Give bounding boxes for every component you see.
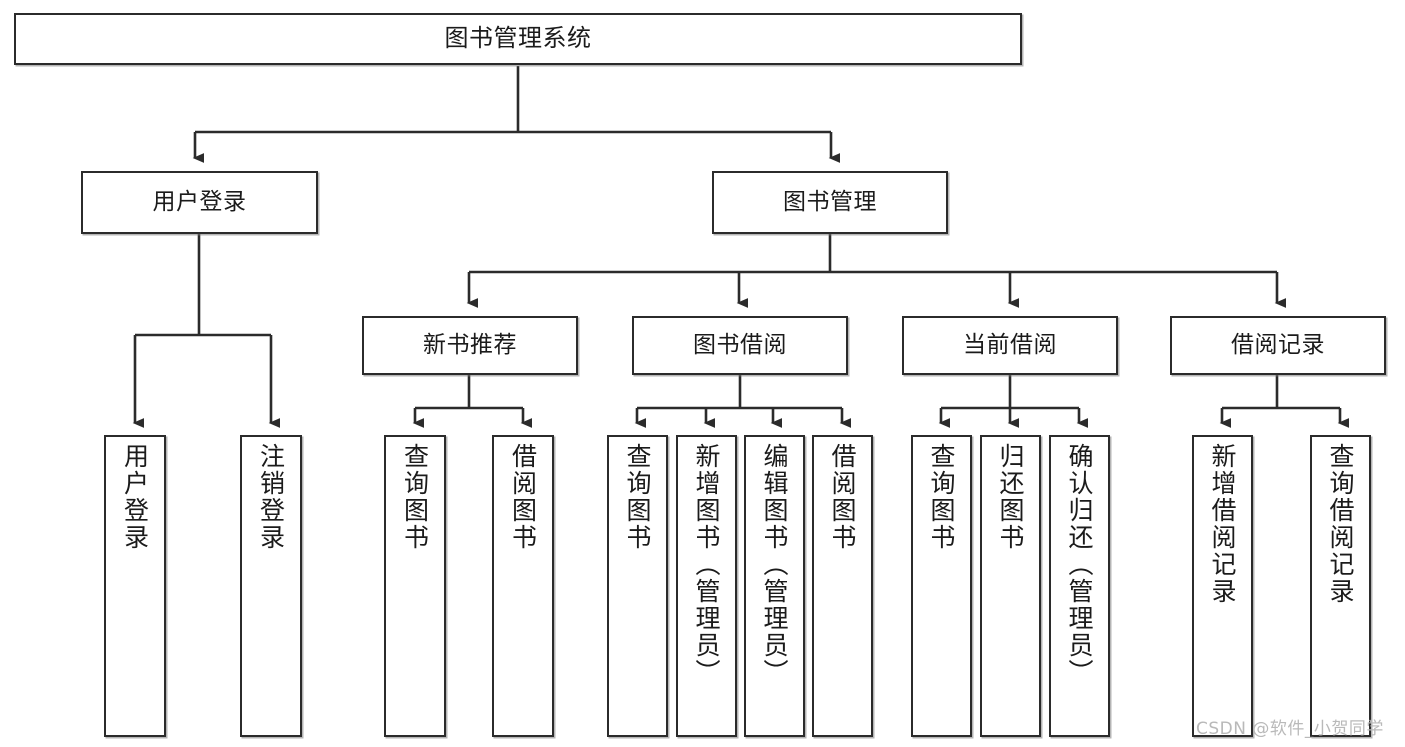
node-label: 借阅图书 <box>828 443 857 551</box>
node-label: 图书管理 <box>783 189 877 216</box>
node-leaf-recommend-borrow-book[interactable]: 借阅图书 <box>492 435 554 737</box>
node-leaf-query-borrow-record[interactable]: 查询借阅记录 <box>1310 435 1371 737</box>
node-label: 新增图书（管理员） <box>692 443 721 686</box>
node-label: 新增借阅记录 <box>1208 443 1237 605</box>
node-leaf-borrow-book[interactable]: 借阅图书 <box>812 435 873 737</box>
node-label: 图书借阅 <box>693 332 787 359</box>
node-label: 借阅图书 <box>508 443 538 551</box>
node-leaf-current-query-book[interactable]: 查询图书 <box>911 435 972 737</box>
node-leaf-return-book[interactable]: 归还图书 <box>980 435 1041 737</box>
node-label: 归还图书 <box>996 443 1025 551</box>
node-label: 查询借阅记录 <box>1326 443 1355 605</box>
node-leaf-confirm-return-admin[interactable]: 确认归还（管理员） <box>1049 435 1110 737</box>
node-book-borrowing[interactable]: 图书借阅 <box>632 316 848 375</box>
node-leaf-add-book-admin[interactable]: 新增图书（管理员） <box>676 435 737 737</box>
node-label: 编辑图书（管理员） <box>760 443 789 686</box>
node-borrowing-records[interactable]: 借阅记录 <box>1170 316 1386 375</box>
node-leaf-user-logout[interactable]: 注销登录 <box>240 435 302 737</box>
node-label: 确认归还（管理员） <box>1065 443 1094 686</box>
node-new-book-recommendation[interactable]: 新书推荐 <box>362 316 578 375</box>
node-leaf-borrow-query-book[interactable]: 查询图书 <box>607 435 668 737</box>
node-label: 用户登录 <box>120 443 150 551</box>
node-user-login[interactable]: 用户登录 <box>81 171 318 234</box>
node-root-book-management-system[interactable]: 图书管理系统 <box>14 13 1022 65</box>
node-label: 注销登录 <box>256 443 286 551</box>
node-current-borrowing[interactable]: 当前借阅 <box>902 316 1118 375</box>
node-label: 查询图书 <box>400 443 430 551</box>
node-leaf-add-borrow-record[interactable]: 新增借阅记录 <box>1192 435 1253 737</box>
node-leaf-recommend-query-book[interactable]: 查询图书 <box>384 435 446 737</box>
node-book-management[interactable]: 图书管理 <box>712 171 948 234</box>
node-label: 图书管理系统 <box>444 24 592 53</box>
node-label: 新书推荐 <box>423 332 517 359</box>
node-label: 查询图书 <box>623 443 652 551</box>
node-label: 借阅记录 <box>1231 332 1325 359</box>
node-label: 用户登录 <box>152 189 247 216</box>
node-label: 查询图书 <box>927 443 956 551</box>
node-label: 当前借阅 <box>963 332 1057 359</box>
node-leaf-user-login[interactable]: 用户登录 <box>104 435 166 737</box>
node-leaf-edit-book-admin[interactable]: 编辑图书（管理员） <box>744 435 805 737</box>
